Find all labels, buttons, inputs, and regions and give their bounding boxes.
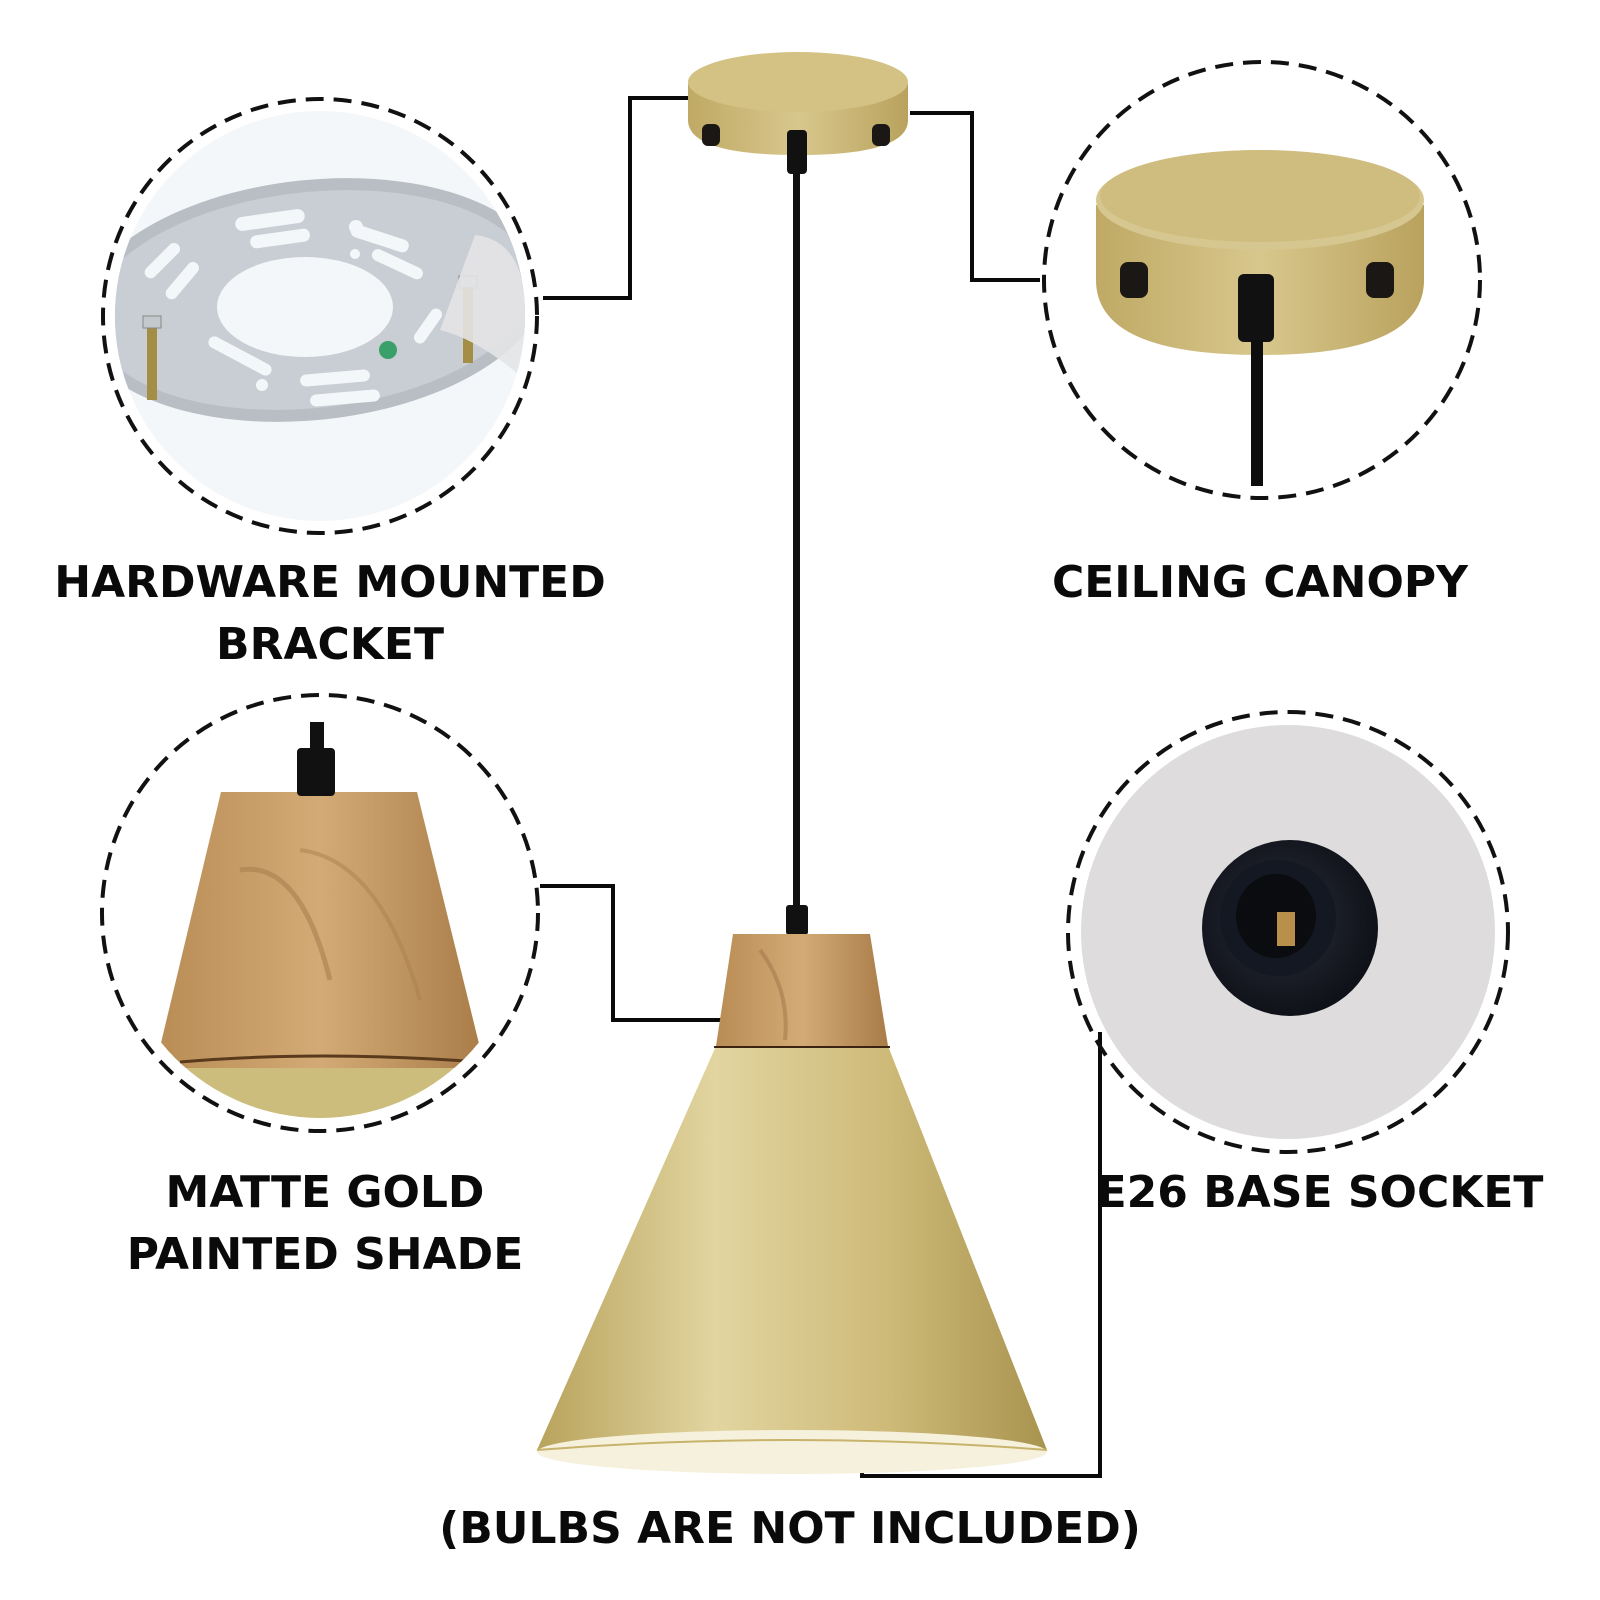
canopy-label: CEILING CANOPY	[1010, 552, 1510, 614]
shade-label: MATTE GOLD PAINTED SHADE	[90, 1162, 560, 1286]
socket-label-line1: E26 BASE SOCKET	[1096, 1167, 1544, 1218]
footer-note-text: (BULBS ARE NOT INCLUDED)	[439, 1503, 1141, 1554]
canopy-callout-circle	[1042, 60, 1482, 500]
shade-label-line1: MATTE GOLD	[165, 1167, 485, 1218]
socket-callout-circle	[1066, 710, 1510, 1154]
shade-callout-circle	[100, 693, 540, 1133]
shade-label-line2: PAINTED SHADE	[126, 1229, 524, 1280]
bulbs-not-included-note: (BULBS ARE NOT INCLUDED)	[400, 1498, 1180, 1560]
canopy-label-line1: CEILING CANOPY	[1051, 557, 1469, 608]
bracket-callout-circle	[101, 97, 539, 535]
bracket-label: HARDWARE MOUNTED BRACKET	[40, 552, 620, 676]
bracket-label-line2: BRACKET	[216, 619, 444, 670]
pendant-lamp-main	[536, 52, 1048, 1474]
socket-label: E26 BASE SOCKET	[1090, 1162, 1550, 1224]
bracket-label-line1: HARDWARE MOUNTED	[54, 557, 606, 608]
